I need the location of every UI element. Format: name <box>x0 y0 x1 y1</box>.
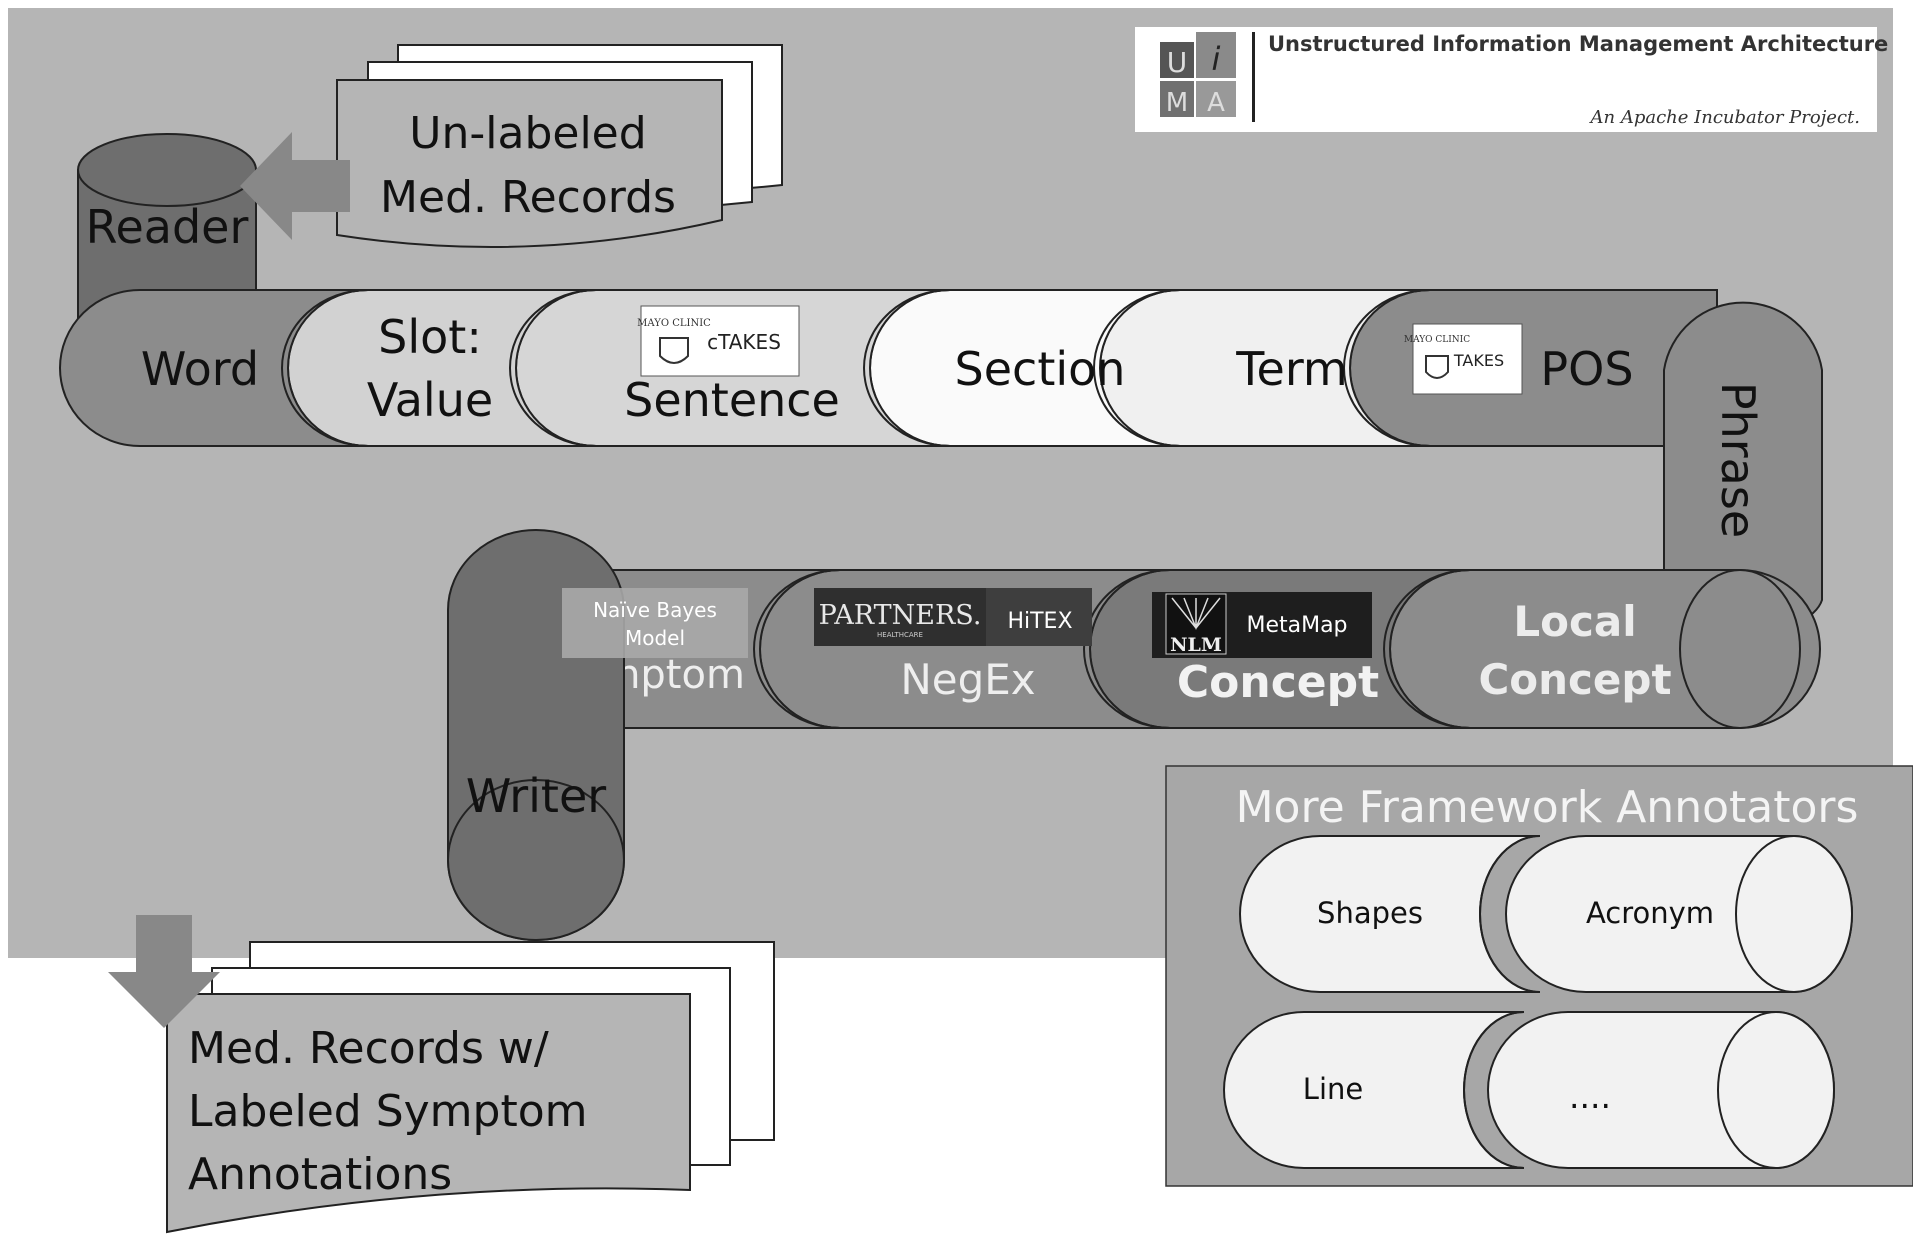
local-concept-label-line2: Concept <box>1478 655 1671 704</box>
pos-label: POS <box>1540 342 1633 396</box>
logo-letter-i: i <box>1212 40 1221 78</box>
symptom-label: nptom <box>615 652 745 698</box>
negex-label: NegEx <box>900 655 1035 704</box>
writer-label: Writer <box>466 769 606 823</box>
ctakes-pos-label: TAKES <box>1453 351 1504 370</box>
term-annotator: Term <box>1099 289 1431 447</box>
metamap-label: MetaMap <box>1246 613 1347 638</box>
reader-label: Reader <box>86 200 249 254</box>
local-concept-label-line1: Local <box>1513 597 1636 646</box>
uima-logo-banner: U i M A Unstructured Information Managem… <box>1135 27 1888 132</box>
naive-bayes-line2: Model <box>625 626 685 650</box>
phrase-label: Phrase <box>1711 382 1765 538</box>
hitex-badge: PARTNERS. HEALTHCARE HiTEX <box>814 588 1092 646</box>
ellipsis-label: .... <box>1569 1077 1611 1116</box>
ctakes-badge: MAYO CLINIC cTAKES <box>637 305 800 377</box>
logo-letter-m: M <box>1166 88 1188 118</box>
uima-title: Unstructured Information Management Arch… <box>1268 32 1888 56</box>
metamap-badge: NLM MetaMap <box>1152 592 1372 658</box>
nlm-logo-icon: NLM <box>1165 593 1227 656</box>
svg-text:MAYO CLINIC: MAYO CLINIC <box>1404 335 1470 345</box>
output-arrow <box>108 915 220 1028</box>
output-doc-label-line3: Annotations <box>188 1149 452 1200</box>
partners-logo-subtext: HEALTHCARE <box>877 631 923 639</box>
input-arrow <box>240 132 350 240</box>
more-annotators-panel: More Framework Annotators Shapes Acronym… <box>1165 765 1913 1187</box>
slot-label-line1: Slot: <box>378 310 482 364</box>
ellipsis-annotator: .... <box>1463 1011 1835 1169</box>
acronym-label: Acronym <box>1586 896 1714 930</box>
input-doc-label-line2: Med. Records <box>380 172 676 223</box>
partners-logo-text: PARTNERS. <box>819 600 982 631</box>
nlm-logo-text: NLM <box>1170 634 1222 656</box>
output-doc-label-line1: Med. Records w/ <box>188 1023 549 1074</box>
output-document-stack: Med. Records w/ Labeled Symptom Annotati… <box>166 941 775 1234</box>
pos-annotator: POS <box>1349 289 1718 447</box>
term-label: Term <box>1235 342 1348 396</box>
slot-label-line2: Value <box>367 373 493 427</box>
ctakes-label: cTAKES <box>707 330 781 354</box>
mayo-clinic-icon: MAYO CLINIC <box>637 318 711 364</box>
line-label: Line <box>1303 1072 1363 1106</box>
hitex-label: HiTEX <box>1007 609 1072 634</box>
logo-letter-u: U <box>1167 46 1188 79</box>
input-doc-label-line1: Un-labeled <box>409 108 646 159</box>
local-concept-annotator: Local Concept <box>1389 569 1821 729</box>
word-label: Word <box>141 342 259 396</box>
shapes-label: Shapes <box>1317 896 1423 930</box>
uima-logo: U i M A <box>1160 32 1255 122</box>
naive-bayes-badge: Naïve Bayes Model <box>562 588 748 658</box>
svg-text:MAYO CLINIC: MAYO CLINIC <box>637 318 711 329</box>
logo-letter-a: A <box>1207 88 1225 118</box>
sentence-label: Sentence <box>624 373 840 427</box>
concept-label: Concept <box>1177 657 1379 708</box>
output-doc-label-line2: Labeled Symptom <box>188 1086 587 1137</box>
mayo-clinic-icon-small: MAYO CLINIC <box>1404 335 1470 379</box>
section-label: Section <box>955 342 1126 396</box>
naive-bayes-line1: Naïve Bayes <box>593 598 717 622</box>
word-annotator: Word <box>59 289 369 447</box>
acronym-annotator: Acronym <box>1479 835 1853 993</box>
input-document-stack: Un-labeled Med. Records <box>336 44 783 248</box>
shapes-annotator: Shapes <box>1239 835 1541 993</box>
uima-subtitle: An Apache Incubator Project. <box>1589 107 1860 128</box>
phrase-annotator: Phrase <box>1663 301 1823 635</box>
ctakes-pos-badge: MAYO CLINIC TAKES <box>1404 323 1523 395</box>
more-annotators-title: More Framework Annotators <box>1236 782 1859 833</box>
